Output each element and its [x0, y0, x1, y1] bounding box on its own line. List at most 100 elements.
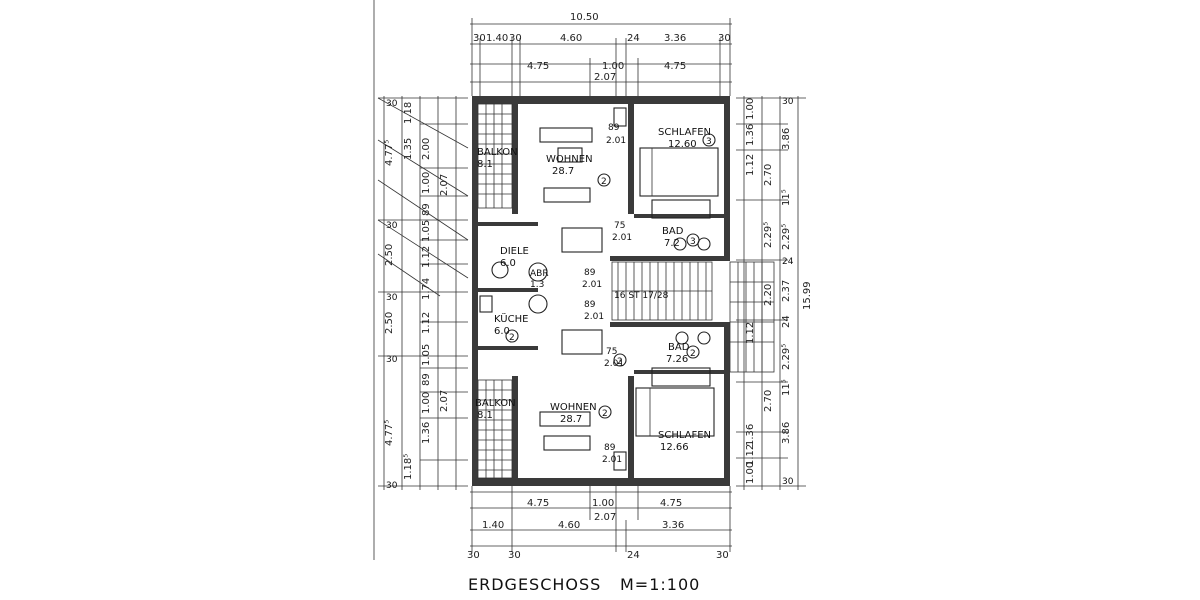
dim-left-outer-2: 2.50: [384, 244, 395, 266]
dim-right-1: 1.00: [745, 98, 756, 120]
dim-bottom-7: 3.36: [662, 520, 684, 531]
stair-label: 16 ST 17/28: [614, 291, 669, 301]
dim-right-19: 3.86: [781, 422, 792, 444]
dim-left-outer-1: 4.77⁵: [384, 140, 395, 166]
dim-right-16: 24: [781, 315, 792, 328]
dim-right-4: 2.70: [763, 164, 774, 186]
room-abr-name: ABR: [530, 269, 549, 279]
dim-bottom-3: 4.75: [660, 498, 682, 509]
dim-right-7: 1.12: [745, 322, 756, 344]
room-kueche-area: 6.0: [494, 326, 510, 337]
room-schlafen-top-area: 12.60: [668, 139, 697, 150]
unit-marker-5: 2: [602, 409, 608, 419]
door-top-1-width: 89: [608, 123, 620, 133]
walls: [472, 96, 730, 486]
dim-left-14: 1.18⁵: [403, 454, 414, 480]
dim-right-10: 1.12: [745, 444, 756, 466]
dim-left-9: 1.12: [421, 312, 432, 334]
dim-top-6: 3.36: [664, 33, 686, 44]
dim-right-24: 24: [782, 257, 794, 267]
door-top-1-height: 2.01: [606, 136, 626, 146]
bottom-dimensions: 4.75 1.00 4.75 2.07 1.40 4.60 3.36 30 30…: [467, 486, 732, 561]
dim-bottom-2: 1.00: [592, 498, 614, 509]
dim-bottom-4: 2.07: [594, 512, 616, 523]
dim-left-7: 1.12: [421, 246, 432, 268]
dim-top-11: 2.07: [594, 72, 616, 83]
dim-left-6: 1.05: [421, 220, 432, 242]
room-bad-bottom-area: 7.26: [666, 354, 688, 365]
dim-top-10: 4.75: [664, 61, 686, 72]
door-mid-1-height: 2.01: [582, 280, 602, 290]
right-dimensions: 15.99 1.00 1.36 1.12 2.70 2.29⁵ 2.20 1.1…: [736, 96, 813, 490]
door-mid-1-width: 89: [584, 268, 596, 278]
door-bottom-1-height: 2.01: [604, 359, 624, 369]
dim-right-6: 2.20: [763, 284, 774, 306]
dim-left-16: 2.07: [439, 390, 450, 412]
dim-right-11: 1.00: [745, 462, 756, 484]
dim-left-1: 1.18: [403, 102, 414, 124]
door-top-2-width: 75: [614, 221, 625, 231]
dim-overall-width: 10.50: [570, 12, 599, 23]
dim-right-5: 2.29⁵: [763, 222, 774, 248]
dim-left-2: 1.35: [403, 138, 414, 160]
dim-left-3: 2.00: [421, 138, 432, 160]
dim-right-30-bottom: 30: [782, 477, 794, 487]
room-bad-bottom-name: BAD: [668, 342, 690, 353]
dim-right-3: 1.12: [745, 154, 756, 176]
dim-left-outer-4: 4.77⁵: [384, 420, 395, 446]
door-bottom-2-height: 2.01: [602, 455, 622, 465]
unit-marker-2: 2: [601, 177, 607, 187]
dim-top-4: 4.60: [560, 33, 582, 44]
room-balkon-bottom-name: BALKON: [475, 398, 516, 409]
unit-marker-1: 3: [706, 137, 712, 147]
dim-top-1: 30: [473, 33, 486, 44]
room-diele-area: 6.0: [500, 258, 516, 269]
dim-right-12: 3.86: [781, 128, 792, 150]
dim-top-2: 1.40: [486, 33, 508, 44]
room-labels: BALKON 8.1 WOHNEN 28.7 SCHLAFEN 12.60 BA…: [475, 127, 711, 453]
dim-left-30-2: 30: [386, 221, 398, 231]
door-mid-2-width: 89: [584, 300, 596, 310]
room-schlafen-top-name: SCHLAFEN: [658, 127, 711, 138]
room-bad-top-area: 7.2: [664, 238, 680, 249]
room-balkon-bottom-area: 8.1: [477, 410, 493, 421]
door-top-2-height: 2.01: [612, 233, 632, 243]
unit-marker-3: 3: [690, 237, 696, 247]
dim-left-10: 1.05: [421, 344, 432, 366]
room-bad-top-name: BAD: [662, 226, 684, 237]
dim-left-11: 89: [421, 373, 432, 386]
dim-top-7: 30: [718, 33, 731, 44]
left-dimensions: 4.77⁵ 2.50 2.50 4.77⁵ 1.18 1.35 2.00 1.0…: [377, 96, 469, 491]
dim-top-9: 1.00: [602, 61, 624, 72]
unit-marker-4: 2: [509, 333, 515, 343]
dim-right-9: 1.36: [745, 424, 756, 446]
dim-left-15: 2.07: [439, 174, 450, 196]
dim-right-18: 11⁵: [781, 379, 792, 396]
room-wohnen-bottom-area: 28.7: [560, 414, 582, 425]
plan-scale: M=1:100: [620, 575, 700, 594]
door-bottom-1-width: 75: [606, 347, 617, 357]
dim-right-2: 1.36: [745, 124, 756, 146]
dim-right-17: 2.29⁵: [781, 344, 792, 370]
room-kueche-name: KÜCHE: [494, 312, 528, 325]
dim-left-outer-3: 2.50: [384, 312, 395, 334]
dim-bottom-8: 30: [467, 550, 480, 561]
room-schlafen-bottom-area: 12.66: [660, 442, 689, 453]
dim-bottom-10: 24: [627, 550, 640, 561]
dim-left-30-4: 30: [386, 355, 398, 365]
room-abr-area: 1.3: [530, 280, 544, 290]
room-wohnen-top-area: 28.7: [552, 166, 574, 177]
room-wohnen-top-name: WOHNEN: [546, 154, 593, 165]
dim-bottom-1: 4.75: [527, 498, 549, 509]
door-bottom-2-width: 89: [604, 443, 616, 453]
plan-title: ERDGESCHOSS: [468, 575, 601, 594]
dim-left-30-5: 30: [386, 481, 398, 491]
dim-right-15: 2.37: [781, 280, 792, 302]
dim-top-5: 24: [627, 33, 640, 44]
dim-bottom-6: 4.60: [558, 520, 580, 531]
door-labels: 89 2.01 75 2.01 89 2.01 89 2.01 75 2.01 …: [582, 123, 632, 465]
balcony-tiles-bottom: [477, 379, 513, 479]
dim-right-30-top: 30: [782, 97, 794, 107]
unit-marker-7: 2: [617, 357, 623, 367]
dim-right-13: 11⁵: [781, 189, 792, 206]
